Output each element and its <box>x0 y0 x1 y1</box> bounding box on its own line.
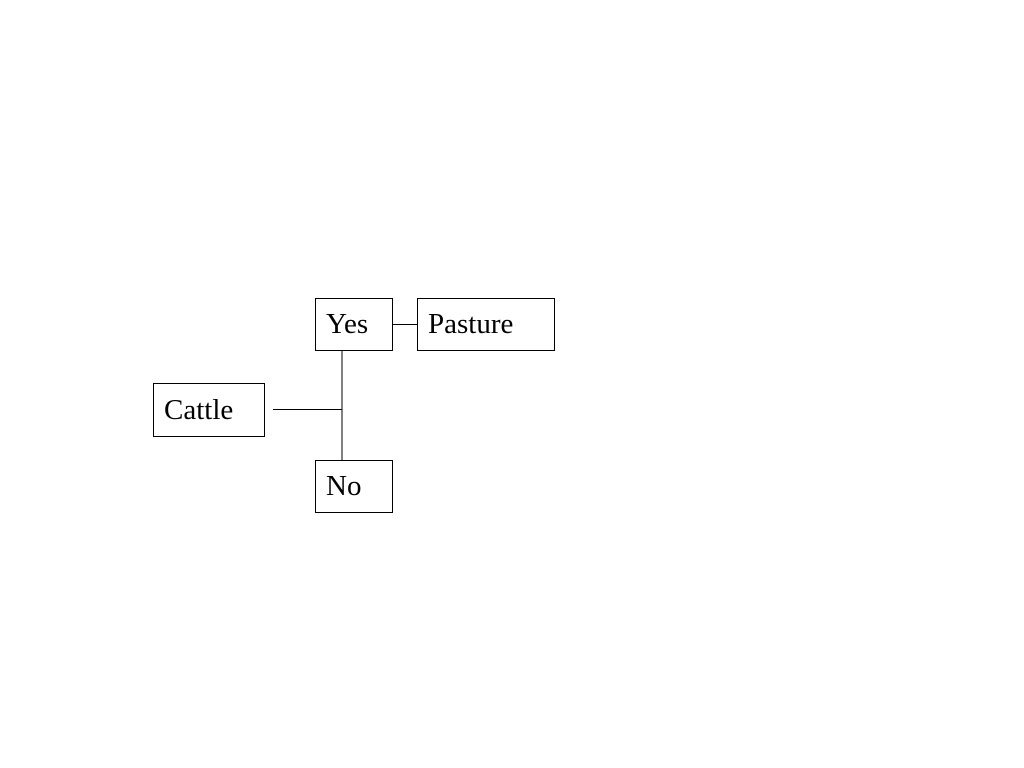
node-pasture: Pasture <box>417 298 555 351</box>
node-yes-label: Yes <box>326 308 369 340</box>
node-cattle: Cattle <box>153 383 265 437</box>
node-pasture-label: Pasture <box>428 308 514 340</box>
node-cattle-label: Cattle <box>164 393 234 426</box>
node-yes: Yes <box>315 298 393 351</box>
node-no: No <box>315 460 393 513</box>
node-no-label: No <box>326 470 362 502</box>
